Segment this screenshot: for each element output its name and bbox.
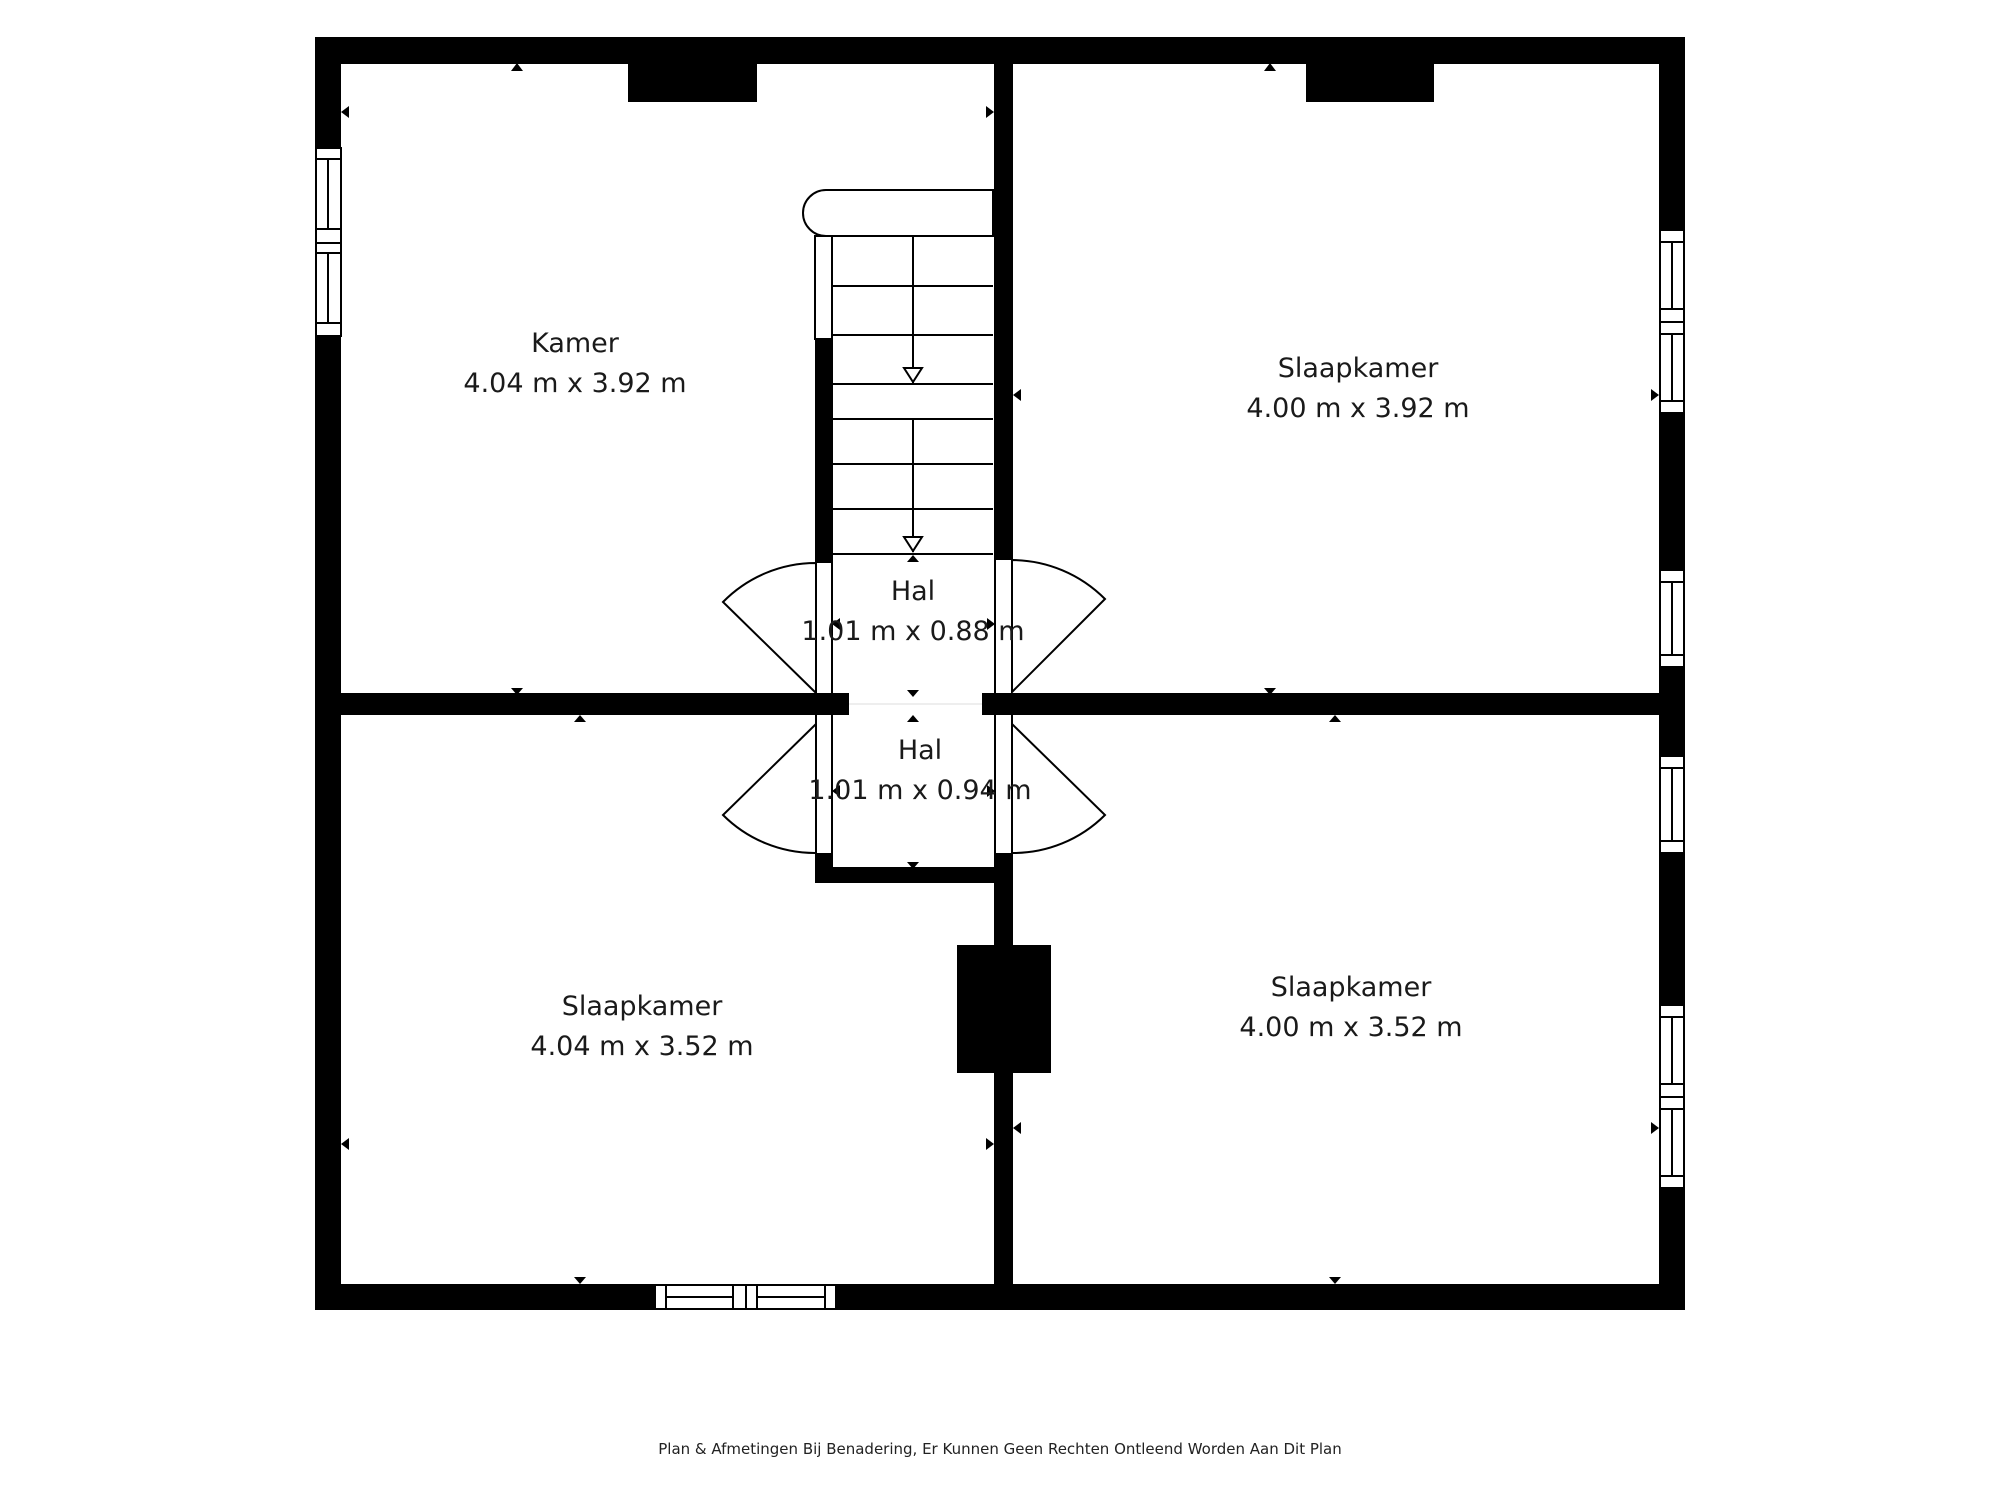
- room-name: Kamer: [531, 328, 619, 359]
- room-label-kamer: Kamer 4.04 m x 3.92 m: [463, 324, 686, 404]
- room-name: Hal: [890, 576, 936, 607]
- room-label-slaapkamer-sw: Slaapkamer 4.04 m x 3.52 m: [530, 987, 753, 1067]
- staircase-icon: [801, 189, 994, 555]
- room-name: Slaapkamer: [1277, 353, 1439, 384]
- room-label-slaapkamer-ne: Slaapkamer 4.00 m x 3.92 m: [1246, 349, 1469, 429]
- chimney-icon: [628, 63, 1434, 1073]
- room-dimensions: 4.04 m x 3.52 m: [530, 1031, 754, 1062]
- room-label-slaapkamer-se: Slaapkamer 4.00 m x 3.52 m: [1239, 968, 1462, 1048]
- interior-walls: [341, 64, 1659, 1284]
- room-label-hal-upper: Hal 1.01 m x 0.88 m: [801, 572, 1024, 652]
- room-name: Slaapkamer: [1270, 972, 1432, 1003]
- room-dimensions: 4.00 m x 3.52 m: [1239, 1012, 1463, 1043]
- window-icon: [315, 147, 1685, 1310]
- room-dimensions: 1.01 m x 0.88 m: [801, 616, 1025, 647]
- room-name: Slaapkamer: [561, 991, 723, 1022]
- dimension-marker-icon: [341, 63, 1659, 1284]
- disclaimer-footer: Plan & Afmetingen Bij Benadering, Er Kun…: [658, 1440, 1342, 1458]
- room-name: Hal: [897, 735, 943, 766]
- room-dimensions: 1.01 m x 0.94 m: [808, 775, 1032, 806]
- room-label-hal-lower: Hal 1.01 m x 0.94 m: [808, 731, 1031, 811]
- room-dimensions: 4.00 m x 3.92 m: [1246, 393, 1470, 424]
- door-swing-icon: [721, 558, 1107, 855]
- room-dimensions: 4.04 m x 3.92 m: [463, 368, 687, 399]
